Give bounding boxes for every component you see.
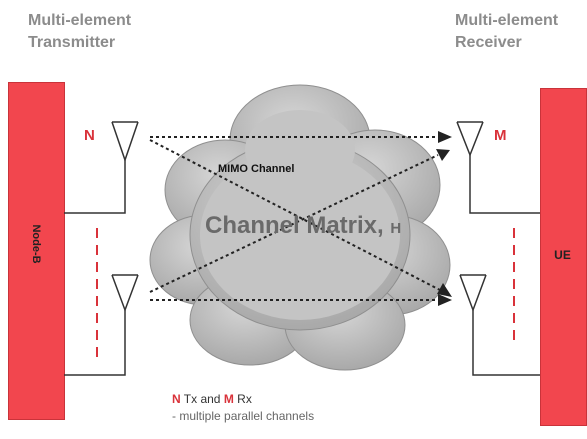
receiver-wiring: [469, 155, 540, 376]
receiver-heading-line2: Receiver: [455, 34, 522, 51]
legend-line2: - multiple parallel channels: [172, 409, 315, 423]
channel-matrix-text: Channel Matrix,: [205, 212, 384, 239]
rx-count-letter: M: [494, 127, 507, 144]
channel-matrix-label: Channel Matrix, H: [205, 212, 401, 240]
channel-arrowheads: [436, 131, 452, 306]
transmitter-heading: Multi-element Transmitter: [28, 10, 131, 54]
receiver-heading: Multi-element Receiver: [455, 10, 558, 54]
tx-count-letter: N: [84, 127, 95, 144]
transmitter-wiring: [64, 160, 126, 376]
legend-rx-text: Rx: [233, 392, 252, 406]
channel-paths: [149, 136, 441, 301]
legend-n-letter: N: [172, 392, 181, 406]
legend: N Tx and M Rx - multiple parallel channe…: [172, 392, 314, 423]
legend-line1: N Tx and M Rx: [172, 392, 314, 406]
node-b-label: Node-B: [30, 224, 42, 264]
mimo-channel-label: MIMO Channel: [218, 163, 295, 175]
receiver-heading-line1: Multi-element: [455, 12, 559, 29]
antenna-icon: [111, 274, 139, 313]
transmitter-heading-line1: Multi-element: [28, 12, 132, 29]
legend-tx-text: Tx and: [180, 392, 224, 406]
legend-m-letter: M: [223, 392, 234, 406]
antenna-icon: [111, 121, 139, 163]
antenna-icon: [456, 121, 484, 158]
transmitter-heading-line2: Transmitter: [28, 34, 116, 51]
antenna-icon: [459, 274, 487, 313]
node-b-block: [8, 82, 65, 420]
ue-block: [540, 88, 587, 426]
ue-label: UE: [554, 248, 571, 262]
channel-matrix-symbol: H: [390, 220, 402, 237]
